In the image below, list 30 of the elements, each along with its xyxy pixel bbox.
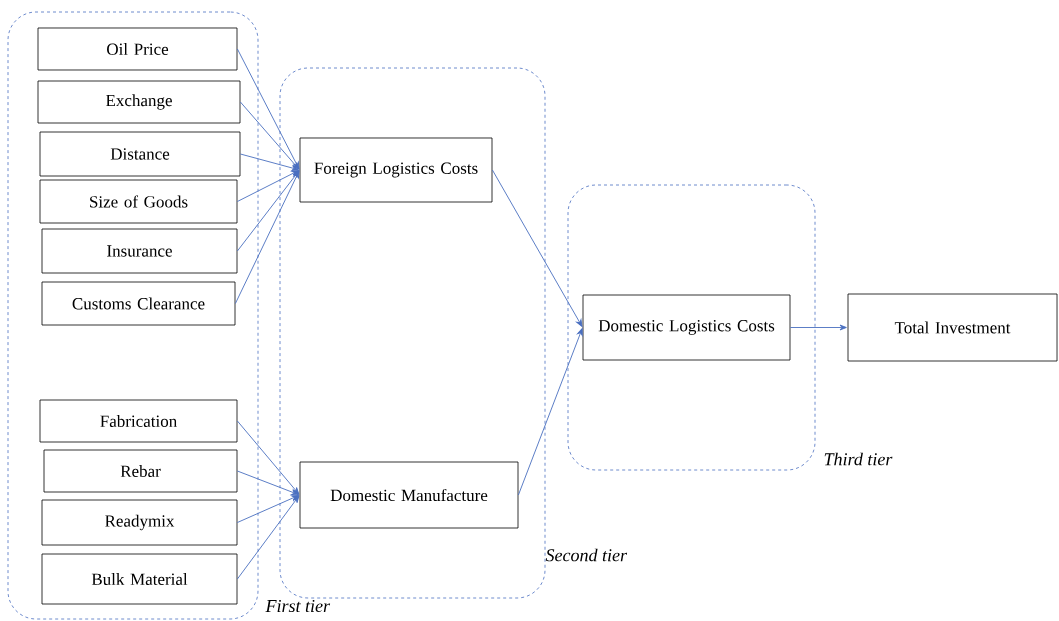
arrow [239,101,300,170]
arrow [239,153,299,171]
process-box: Distance [39,131,241,177]
process-box: Domestic Logistics Costs [582,294,791,361]
arrow [491,169,583,327]
arrow [236,495,299,523]
process-box: Insurance [41,228,238,274]
process-box: Rebar [43,449,238,493]
tier-label: Third tier [824,452,893,466]
process-box: Customs Clearance [41,281,236,326]
process-box: Oil Price [37,27,238,71]
process-box: Size of Goods [39,179,238,224]
arrow [236,170,299,202]
tier-label: Second tier [545,548,628,562]
tier-label: First tier [265,599,331,613]
process-box: Total Investment [847,293,1058,362]
process-box: Foreign Logistics Costs [299,137,493,203]
arrow [517,328,583,496]
arrow [236,495,300,580]
process-box: Exchange [37,80,241,124]
process-box: Fabrication [39,399,238,443]
process-box: Bulk Material [41,553,238,605]
arrow [236,48,300,170]
arrow [236,170,300,252]
arrow [234,170,300,304]
process-box: Domestic Manufacture [299,461,519,529]
process-box: Readymix [41,499,238,546]
arrow [236,420,300,495]
arrow [236,470,299,496]
arrow [789,324,847,331]
